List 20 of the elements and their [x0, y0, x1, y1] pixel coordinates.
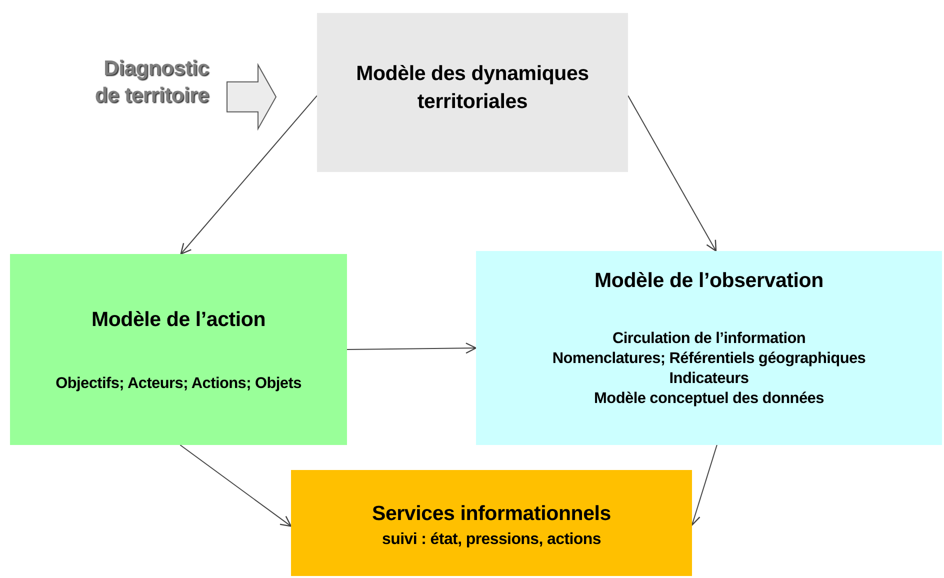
process-box — [476, 251, 942, 445]
node-body: Objectifs; Acteurs; Actions; Objets — [56, 374, 302, 394]
node-body: Indicateurs — [669, 368, 749, 389]
node-title: Modèle de l’observation — [594, 268, 824, 294]
node-title: Services informationnels — [372, 501, 611, 527]
process-box — [317, 13, 628, 172]
node-title: Modèle des dynamiques territoriales — [355, 61, 590, 115]
node-title: Modèle de l’action — [91, 307, 266, 333]
label-text: Diagnostic de territoire — [94, 56, 209, 109]
process-box — [291, 470, 692, 576]
arrow — [628, 95, 717, 252]
process-box — [10, 254, 347, 445]
node-body: Circulation de l’information — [612, 328, 806, 349]
arrow — [180, 95, 318, 255]
arrow — [346, 342, 477, 354]
node-body: suivi : état, pressions, actions — [382, 530, 601, 550]
node-body: Modèle conceptuel des données — [594, 389, 824, 410]
arrow — [180, 444, 292, 527]
node-body: Nomenclatures; Référentiels géographiques — [552, 348, 866, 369]
block-arrow — [226, 62, 277, 131]
